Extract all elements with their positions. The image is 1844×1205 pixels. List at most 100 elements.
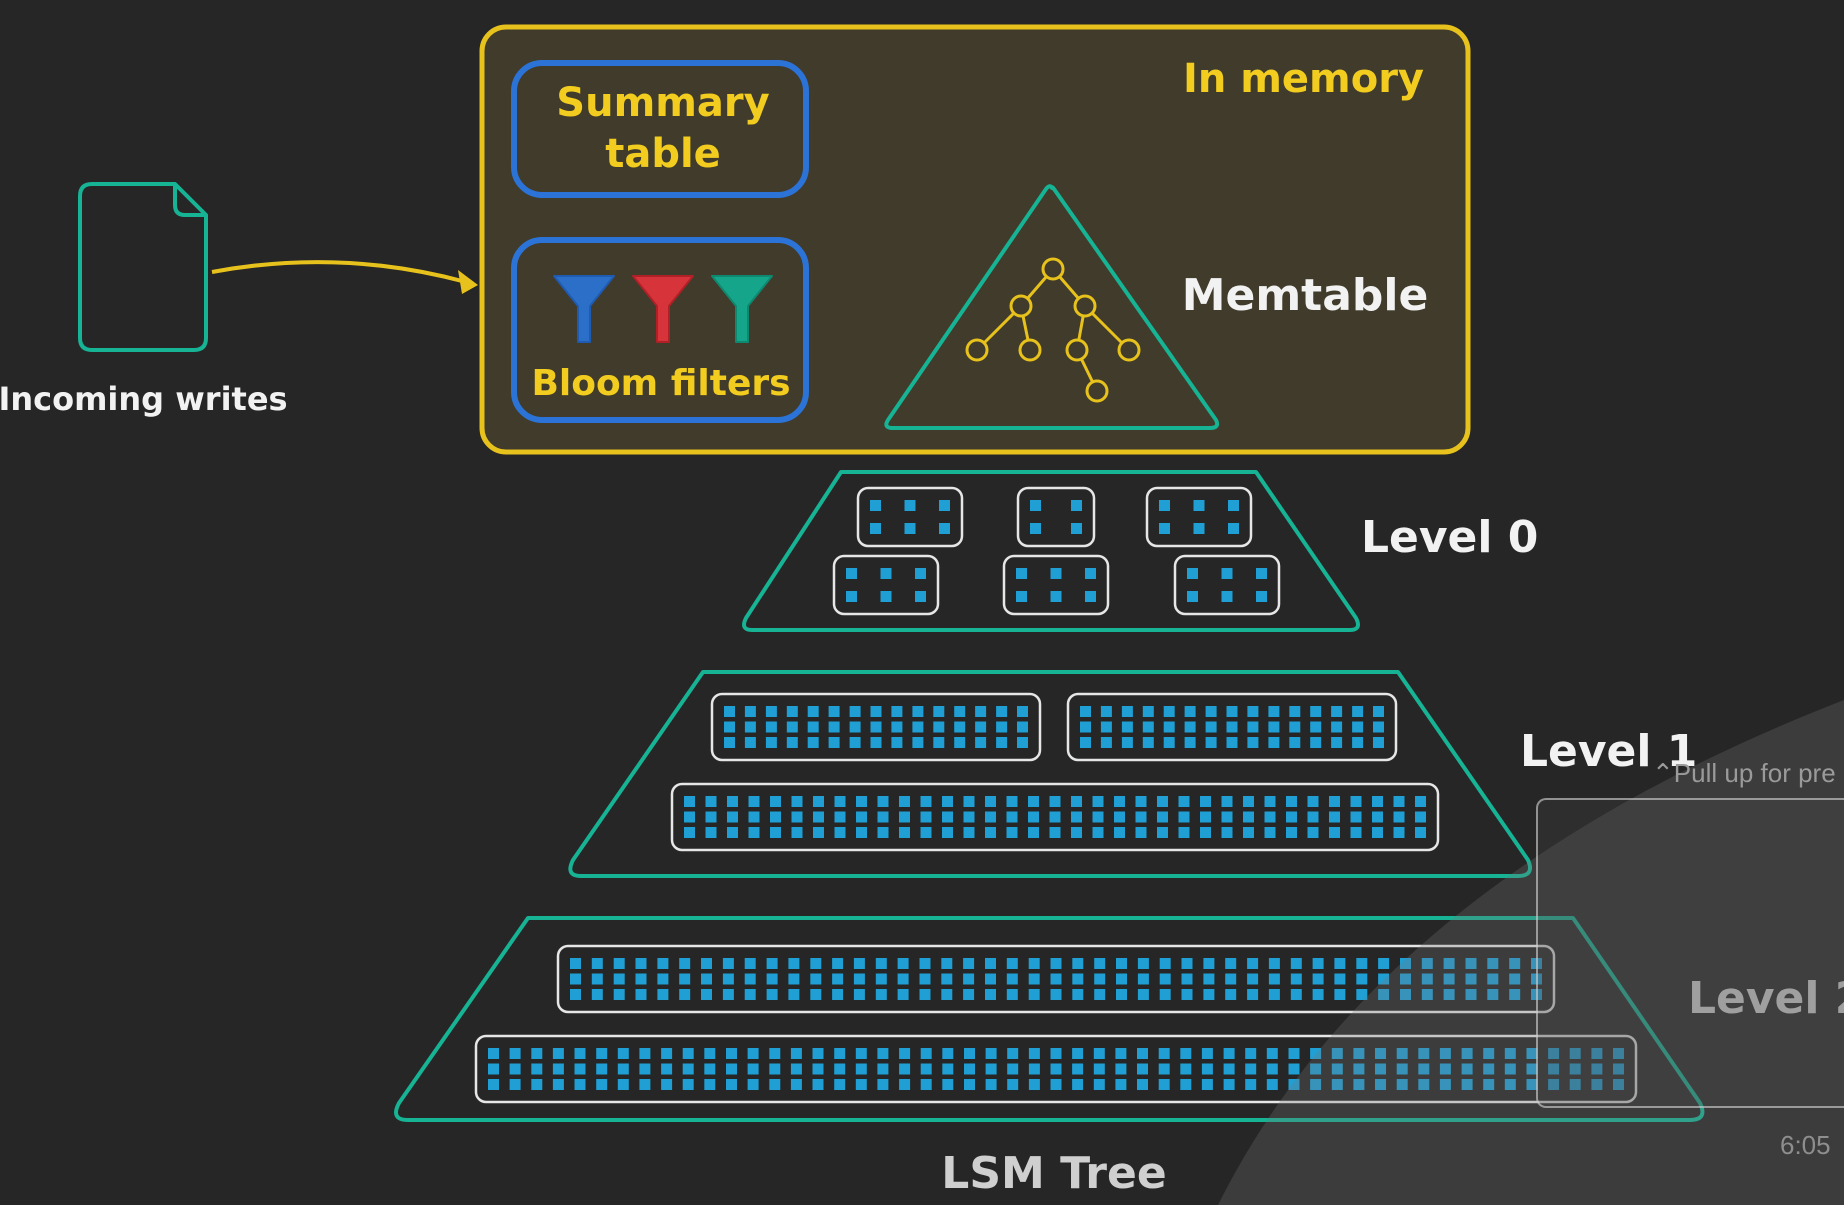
- sstable-cell: [1415, 811, 1426, 823]
- sstable-cell: [1378, 958, 1390, 969]
- sstable-cell: [1247, 958, 1259, 969]
- level-1-sstables: [670, 692, 1440, 852]
- sstable-cell: [1163, 721, 1175, 733]
- sstable-block: [832, 554, 940, 616]
- sstable-cell: [813, 796, 824, 807]
- sstable-cell: [1487, 958, 1499, 969]
- sstable-cell: [1085, 591, 1096, 602]
- sstable-cell: [1247, 989, 1259, 1000]
- sstable-cell: [770, 827, 781, 838]
- sstable-cell: [790, 1048, 802, 1059]
- sstable-cell: [722, 989, 734, 1000]
- sstable-cell: [1393, 827, 1405, 838]
- sstable-cell: [1465, 989, 1477, 1000]
- pull-up-hint[interactable]: ⌃Pull up for pre: [1652, 758, 1836, 789]
- sstable-cell: [897, 989, 909, 1000]
- sstable-cell: [531, 1048, 543, 1059]
- sstable-cell: [1180, 1079, 1192, 1090]
- sstable-cell: [807, 737, 819, 748]
- sstable-cell: [1228, 523, 1239, 534]
- sstable-cell: [613, 973, 625, 985]
- sstable-cell: [786, 721, 798, 733]
- sstable-cell: [1439, 1048, 1451, 1059]
- sstable-cell: [1121, 737, 1133, 748]
- sstable-cell: [1223, 1063, 1235, 1075]
- sstable-cell: [769, 1079, 781, 1090]
- sstable-cell: [1268, 737, 1280, 748]
- sstable-block: [710, 692, 1042, 762]
- sstable-cell: [765, 721, 777, 733]
- sstable-cell: [849, 706, 861, 717]
- sstable-cell: [1016, 591, 1027, 602]
- sstable-cell: [1443, 973, 1455, 985]
- sstable-cell: [1266, 1048, 1278, 1059]
- preview-overlay-panel[interactable]: [1536, 798, 1844, 1108]
- sstable-cell: [834, 811, 846, 823]
- sstable-cell: [724, 737, 735, 748]
- sstable-cell: [1221, 591, 1233, 602]
- sstable-cell: [1072, 1048, 1084, 1059]
- sstable-cell: [1613, 1063, 1624, 1075]
- sstable-cell: [705, 811, 717, 823]
- sstable-cell: [1094, 989, 1106, 1000]
- sstable-cell: [1221, 568, 1233, 579]
- sstable-cell: [1080, 737, 1091, 748]
- sstable-cell: [870, 500, 881, 511]
- sstable-cell: [1049, 811, 1061, 823]
- incoming-writes-label: Incoming writes: [0, 380, 288, 418]
- sstable-cell: [1181, 973, 1193, 985]
- sstable-cell: [724, 706, 735, 717]
- sstable-cell: [722, 958, 734, 969]
- sstable-cell: [1331, 721, 1343, 733]
- sstable-cell: [1163, 706, 1175, 717]
- sstable-cell: [1334, 958, 1346, 969]
- sstable-cell: [975, 721, 987, 733]
- sstable-cell: [1289, 706, 1301, 717]
- sstable-cell: [744, 737, 756, 748]
- sstable-cell: [920, 1063, 932, 1075]
- sstable-cell: [912, 706, 924, 717]
- sstable-cell: [1264, 827, 1276, 838]
- sstable-cell: [933, 721, 945, 733]
- pull-up-hint-text: Pull up for pre: [1673, 758, 1836, 788]
- sstable-cell: [813, 827, 824, 838]
- sstable-cell: [1310, 721, 1322, 733]
- sstable-cell: [744, 706, 756, 717]
- sstable-cell: [704, 1079, 716, 1090]
- sstable-cell: [1205, 737, 1217, 748]
- sstable-cell: [1290, 958, 1302, 969]
- sstable-cell: [1288, 1063, 1300, 1075]
- sstable-cell: [954, 721, 966, 733]
- sstable-cell: [897, 958, 909, 969]
- sstable-cell: [748, 796, 760, 807]
- sstable-cell: [748, 811, 760, 823]
- sstable-cell: [1158, 1048, 1170, 1059]
- sstable-cell: [1350, 811, 1362, 823]
- sstable-cell: [846, 591, 857, 602]
- sstable-cell: [1268, 706, 1280, 717]
- sstable-block: [1002, 554, 1110, 616]
- sstable-cell: [531, 1063, 543, 1075]
- sstable-cell: [788, 989, 800, 1000]
- sstable-cell: [1030, 523, 1041, 534]
- sstable-cell: [920, 1079, 932, 1090]
- sstable-cell: [726, 1063, 737, 1075]
- sstable-cell: [1310, 1079, 1322, 1090]
- sstable-cell: [1157, 811, 1168, 823]
- sstable-cell: [701, 958, 712, 969]
- sstable-cell: [1307, 796, 1319, 807]
- sstable-cell: [870, 737, 882, 748]
- sstable-cell: [727, 796, 738, 807]
- sstable-cell: [1329, 796, 1340, 807]
- overlay-shade: [1218, 700, 1844, 1205]
- sstable-cell: [639, 1079, 651, 1090]
- sstable-cell: [1421, 958, 1433, 969]
- sstable-cell: [1353, 1079, 1365, 1090]
- sstable-cell: [1247, 737, 1259, 748]
- sstable-cell: [963, 989, 975, 1000]
- sstable-cell: [1312, 958, 1324, 969]
- sstable-cell: [919, 989, 931, 1000]
- sstable-cell: [570, 958, 581, 969]
- sstable-cell: [942, 1048, 954, 1059]
- sstable-block: [556, 944, 1556, 1014]
